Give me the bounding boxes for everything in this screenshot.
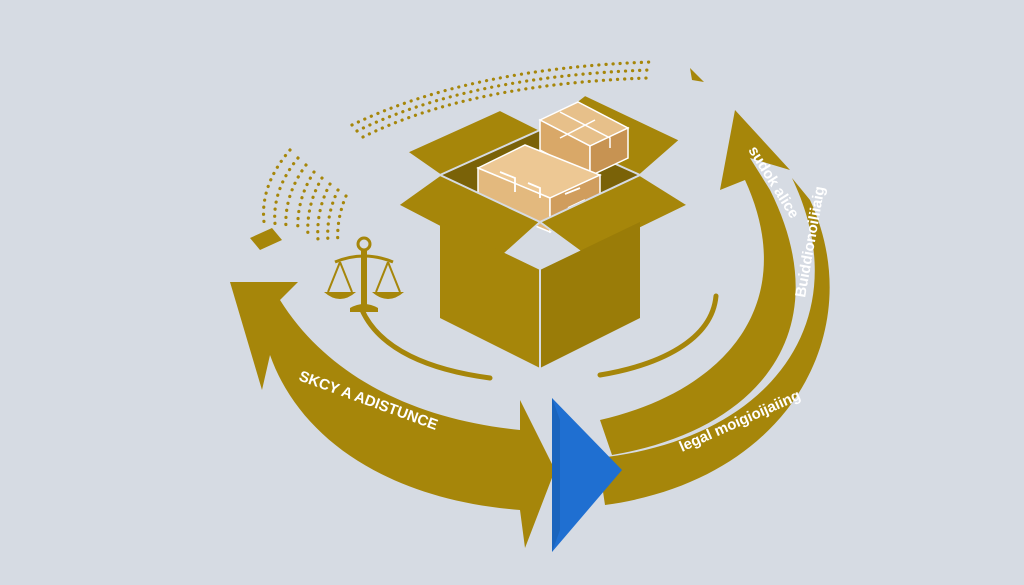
diamond-mark [250, 228, 282, 250]
small-box-icon [538, 101, 630, 178]
triangle-mark [690, 68, 704, 82]
scales-of-justice-icon [324, 236, 404, 312]
dotted-arc [261, 60, 654, 246]
right-arc-arrow [598, 110, 830, 505]
curve-left [359, 307, 493, 381]
left-arc-arrow [230, 282, 555, 548]
open-box-icon [396, 93, 691, 368]
curve-right [597, 293, 719, 378]
play-triangle-icon [552, 398, 622, 552]
